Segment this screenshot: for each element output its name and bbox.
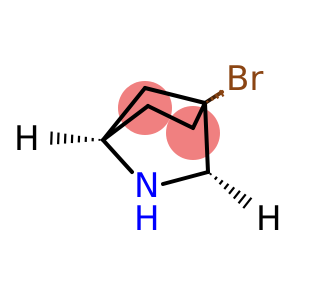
bond-c6-c5	[146, 104, 195, 130]
bonds	[101, 86, 224, 186]
highlight-circle-bromo-carbon	[166, 106, 220, 160]
hash-segment	[232, 190, 241, 200]
bond-c1-c7	[101, 86, 147, 142]
atom-label-hydrogen-left: H	[14, 119, 40, 159]
atom-label-hydrogen-nh: H	[134, 199, 160, 239]
hash-segment	[210, 96, 214, 101]
hash-segment	[205, 100, 209, 103]
hash-segment	[213, 176, 218, 181]
hashed-wedge-bond-left-h	[50, 131, 101, 145]
atom-label-bromine: Br	[226, 59, 263, 99]
hash-segment	[223, 183, 230, 190]
hashed-wedge-bond-right-h	[209, 172, 253, 209]
hash-segment	[218, 179, 224, 185]
atom-label-nitrogen: N	[134, 166, 159, 206]
bond-c1-c6	[101, 104, 150, 142]
hash-segment	[228, 186, 236, 195]
bond-c1-n	[101, 138, 134, 174]
atom-label-hydrogen-right: H	[256, 199, 282, 239]
hash-segment	[242, 197, 253, 209]
hash-segment	[218, 89, 225, 98]
hashed-wedge-bond-br	[205, 89, 225, 103]
hash-segment	[237, 193, 247, 205]
bond-c5-c4	[191, 101, 207, 130]
hash-segment	[214, 93, 220, 100]
molecule-structure-canvas: Br N H H H	[14, 59, 282, 239]
hash-segment	[209, 172, 213, 176]
molecule-diagram: Br N H H H	[14, 59, 282, 239]
bond-c7-c4	[143, 86, 207, 105]
bond-c4-c3	[203, 101, 210, 174]
bond-n-c3	[161, 170, 210, 186]
